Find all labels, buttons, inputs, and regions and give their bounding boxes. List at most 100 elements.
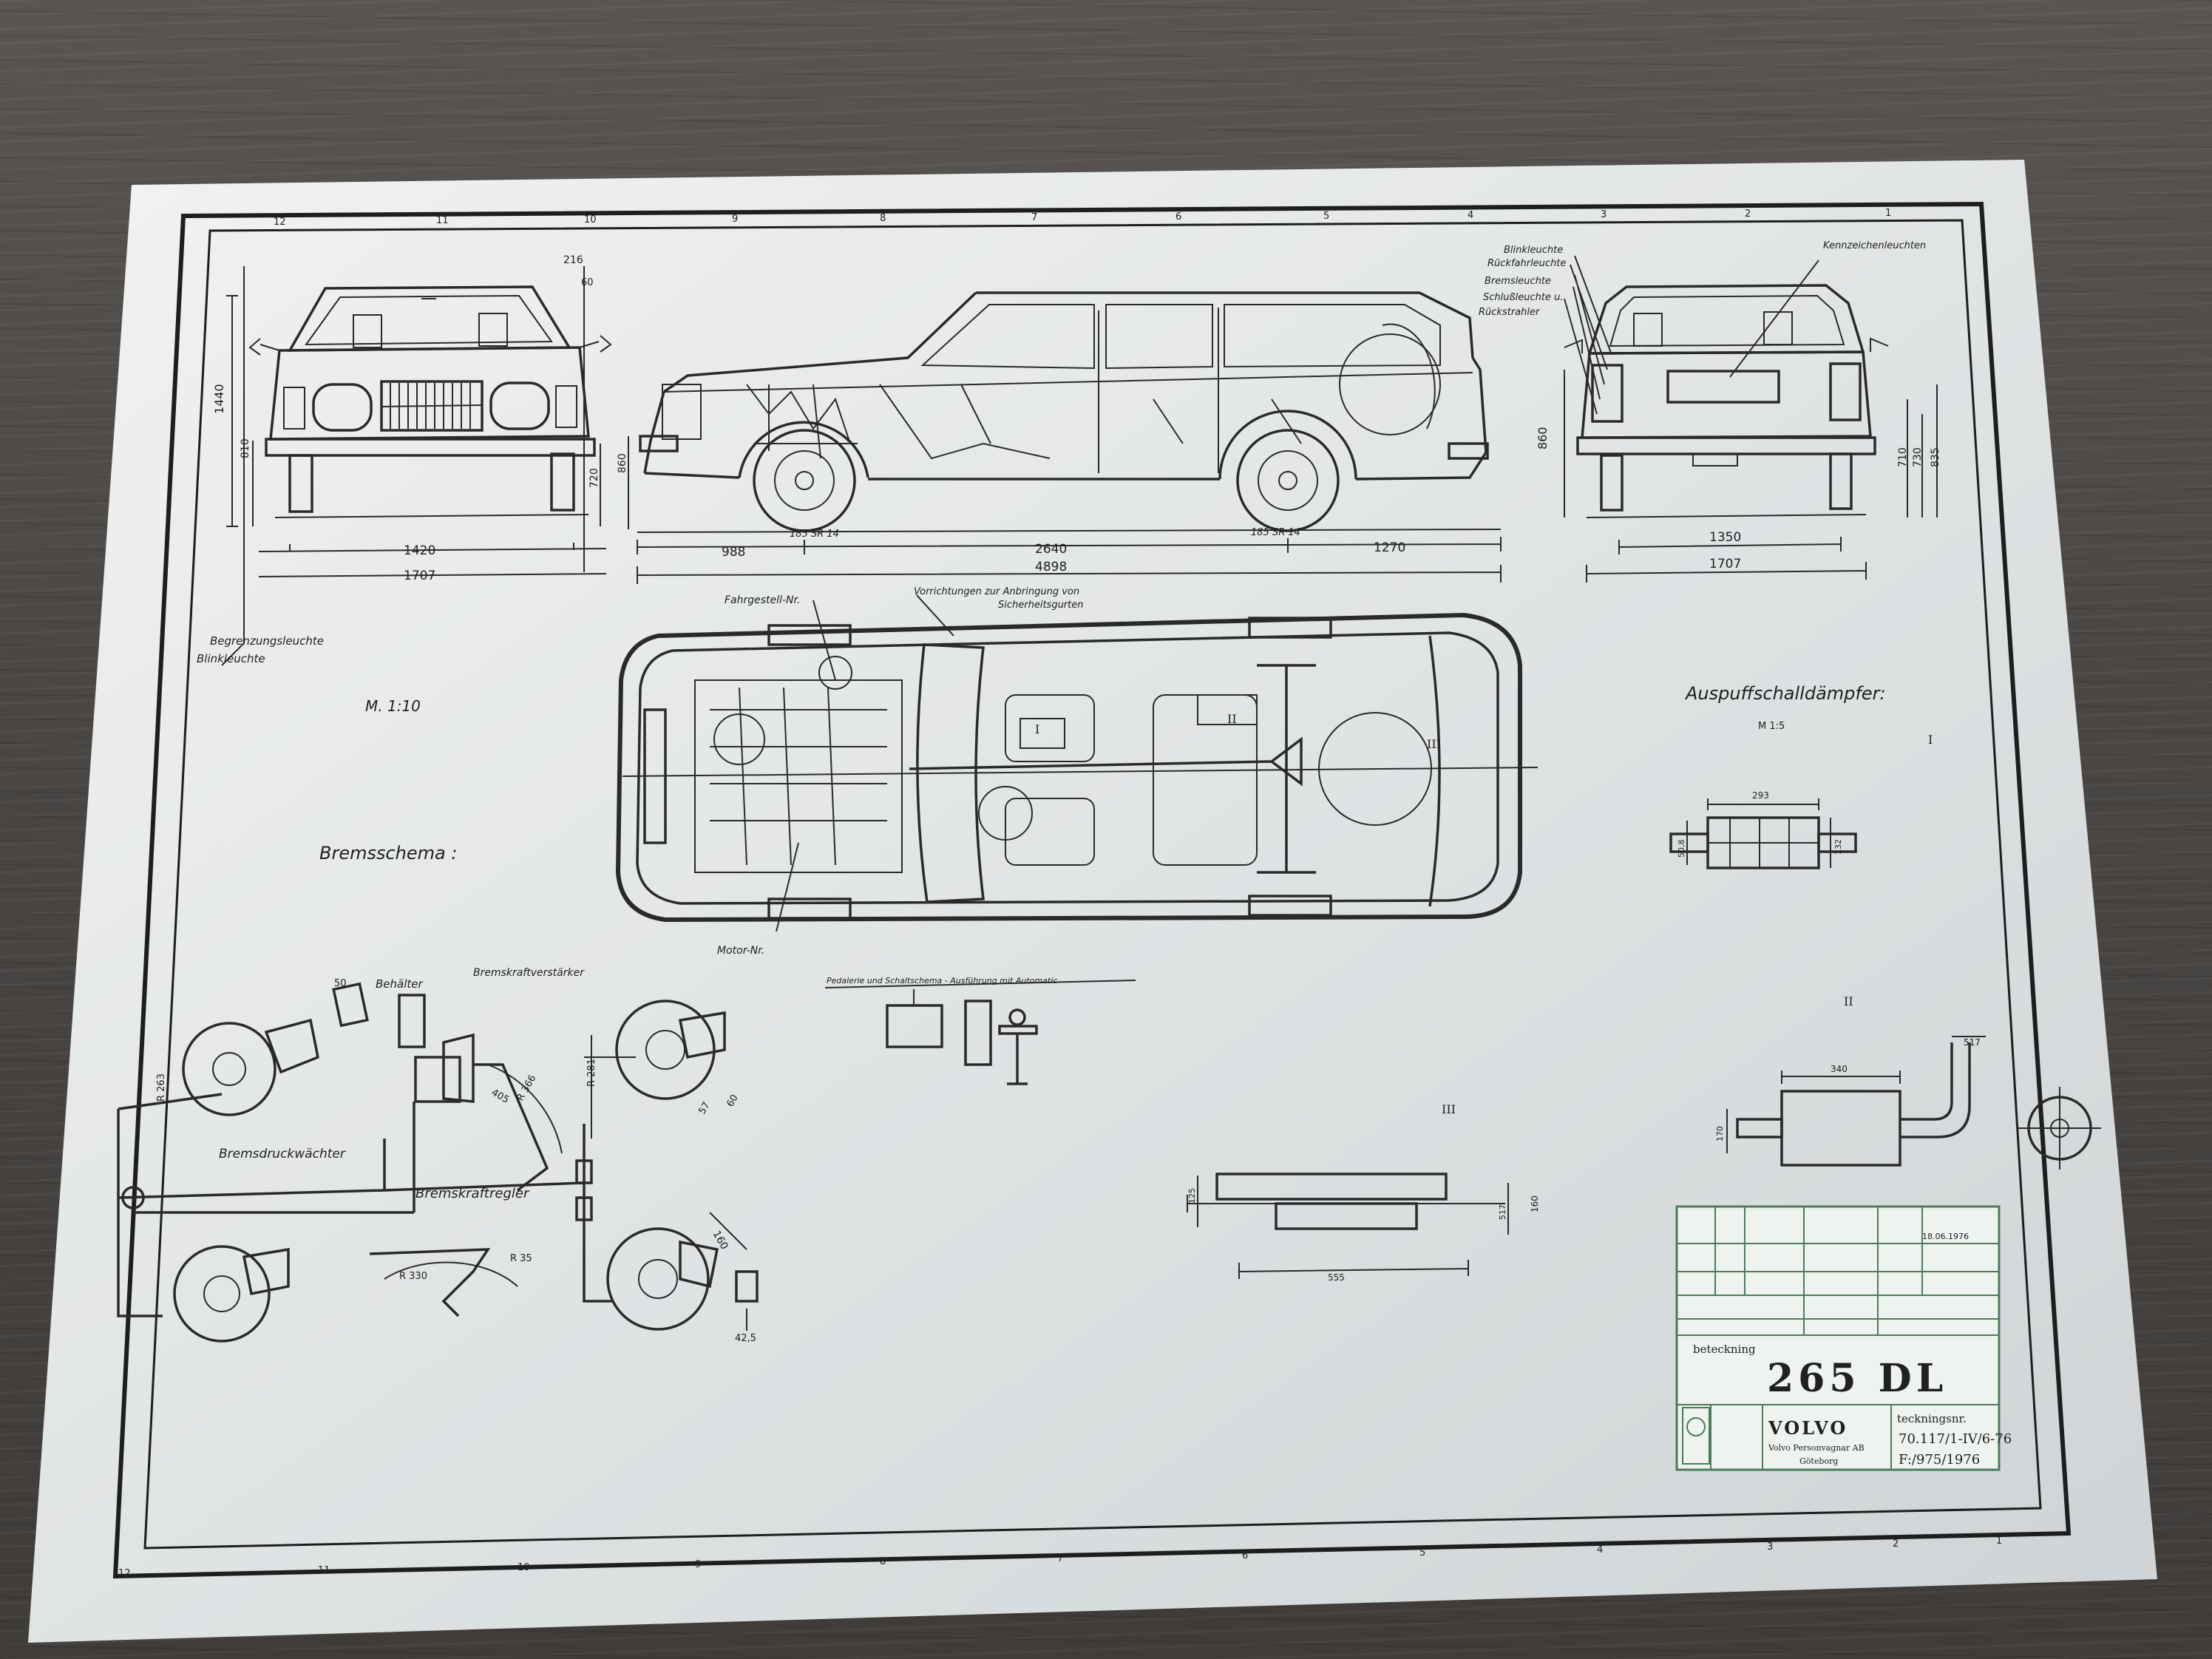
muffler-I-numeral: I [1928, 733, 1933, 747]
dim-rear-710: 710 [1897, 447, 1909, 467]
front-view [221, 266, 612, 666]
title-beteckning-label: beteckning [1693, 1343, 1756, 1356]
border-num-top: 11 [436, 215, 449, 226]
title-company: Volvo Personvagnar AB [1768, 1443, 1865, 1453]
muffler-II [1726, 1036, 2101, 1170]
border-num-bottom: 3 [1767, 1541, 1773, 1553]
tire-front-label: 185 SR 14 [790, 529, 839, 540]
pedal-schema [824, 980, 1136, 1085]
dim-rear-860: 860 [1536, 427, 1550, 449]
label-auspuffschalldaempfer: Auspuffschalldämpfer: [1684, 683, 1886, 704]
dim-rear-track: 1350 [1709, 530, 1741, 545]
label-vorrichtungen-2: Sicherheitsgurten [998, 600, 1083, 611]
dim-brake-r330: R 330 [399, 1271, 427, 1282]
dim-brake-42-5: 42,5 [735, 1333, 756, 1344]
plan-view [615, 594, 1538, 932]
label-auspuff-scale: M 1:5 [1758, 721, 1785, 732]
label-bremskraftverstaerker: Bremskraftverstärker [473, 967, 585, 979]
dim-rear-width: 1707 [1709, 557, 1741, 571]
label-scale-m110: M. 1:10 [365, 697, 421, 715]
title-drawing-no: 70.117/1-IV/6-76 [1899, 1431, 2012, 1447]
label-rear-blinkleuchte: Blinkleuchte [1504, 245, 1563, 256]
dim-front-width: 1707 [404, 569, 435, 583]
drawing-frame [112, 201, 2072, 1579]
label-bremsschema: Bremsschema : [319, 843, 457, 864]
border-num-top: 2 [1745, 208, 1751, 220]
dim-rear-835: 835 [1930, 447, 1941, 467]
dim-side-overhang-rear: 1270 [1374, 540, 1405, 555]
label-bremsdruckwaechter: Bremsdruckwächter [219, 1147, 346, 1161]
dim-side-length: 4898 [1035, 560, 1067, 574]
dim-m3-h2: 160 [1530, 1195, 1540, 1212]
border-num-bottom: 9 [695, 1559, 701, 1570]
dim-brake-60: 60 [725, 1093, 740, 1109]
title-model: 265 DL [1767, 1356, 1947, 1401]
label-fahrgestell-nr: Fahrgestell-Nr. [725, 594, 800, 606]
dim-brake-r281: R 281 [586, 1059, 597, 1087]
border-num-bottom: 7 [1057, 1553, 1063, 1564]
dim-brake-57: 57 [696, 1100, 712, 1116]
dim-front-ground: 720 [588, 468, 600, 488]
dim-front-track: 1420 [404, 543, 435, 558]
title-block [1675, 1205, 2001, 1471]
dim-m3-h3: 517 [1498, 1204, 1507, 1220]
border-num-bottom: 5 [1419, 1547, 1425, 1558]
label-rueckstrahler: Rückstrahler [1479, 307, 1541, 318]
border-numbers-top: 12 11 10 9 8 7 6 5 4 3 2 1 [274, 208, 1891, 228]
border-num-top: 9 [732, 214, 738, 225]
dim-front-lower: 810 [240, 438, 251, 458]
roman-numeral-III: III [1427, 737, 1441, 751]
dim-m1-h2: 132 [1833, 839, 1843, 855]
border-num-top: 12 [274, 217, 286, 228]
dim-brake-r35: R 35 [510, 1253, 532, 1264]
label-bremsleuchte: Bremsleuchte [1485, 276, 1551, 287]
dim-m2-len: 340 [1831, 1064, 1848, 1074]
border-num-top: 3 [1601, 209, 1607, 220]
border-num-top: 4 [1468, 210, 1473, 221]
tire-rear-label: 185 SR 14 [1251, 527, 1300, 538]
rear-view [1564, 255, 1938, 583]
muffler-II-numeral: II [1844, 994, 1853, 1008]
roman-numeral-II: II [1227, 712, 1237, 726]
title-drawing-label: teckningsnr. [1897, 1412, 1967, 1425]
border-num-top: 7 [1031, 212, 1037, 223]
label-schlussleuchte: Schlußleuchte u. [1483, 292, 1564, 303]
border-num-bottom: 4 [1597, 1544, 1603, 1555]
dim-brake-50: 50 [334, 978, 347, 989]
label-behaelter: Behälter [376, 977, 423, 991]
title-date: 18.06.1976 [1922, 1232, 1969, 1241]
border-num-bottom: 1 [1996, 1536, 2002, 1547]
dim-front-mirror: 216 [563, 254, 583, 266]
dim-m2-h: 170 [1715, 1126, 1725, 1141]
title-city: Göteborg [1799, 1456, 1838, 1466]
dim-front-height: 1440 [212, 384, 226, 414]
label-motor-nr: Motor-Nr. [717, 945, 764, 957]
border-num-top: 8 [880, 213, 886, 224]
border-num-bottom: 12 [118, 1568, 131, 1579]
border-num-bottom: 6 [1242, 1550, 1248, 1561]
dim-m3-h1: 125 [1187, 1188, 1197, 1204]
dim-side-overhang-front: 988 [722, 545, 745, 560]
dim-front-roof: 60 [581, 277, 594, 288]
border-numbers-bottom: 12 11 10 9 8 7 6 5 4 3 2 1 [118, 1536, 2002, 1579]
muffler-III [1187, 1173, 1509, 1279]
label-rueckfahrleuchte: Rückfahrleuchte [1487, 258, 1566, 269]
border-num-top: 10 [584, 214, 597, 225]
label-pedalerie: Pedalerie und Schaltschema - Ausführung … [827, 976, 1057, 985]
dim-side-ground: 860 [617, 453, 628, 473]
border-num-bottom: 10 [518, 1562, 530, 1573]
roman-numeral-I: I [1035, 722, 1039, 736]
label-begrenzungsleuchte: Begrenzungsleuchte [210, 634, 324, 648]
title-f-no: F:/975/1976 [1899, 1452, 1980, 1468]
labels: 1440 810 720 216 60 1420 1707 988 2640 1… [156, 240, 2012, 1468]
label-bremskraftregler: Bremskraftregler [415, 1186, 530, 1201]
muffler-III-numeral: III [1442, 1102, 1456, 1116]
border-num-top: 5 [1323, 211, 1329, 222]
muffler-I [1669, 798, 1857, 869]
border-num-bottom: 8 [880, 1556, 886, 1567]
dim-side-wheelbase: 2640 [1035, 542, 1067, 557]
dim-brake-r263: R 263 [156, 1073, 167, 1102]
dim-m1-h1: 50,8 [1677, 840, 1686, 858]
border-num-top: 1 [1885, 208, 1891, 219]
label-kennzeichenleuchten: Kennzeichenleuchten [1823, 240, 1926, 251]
